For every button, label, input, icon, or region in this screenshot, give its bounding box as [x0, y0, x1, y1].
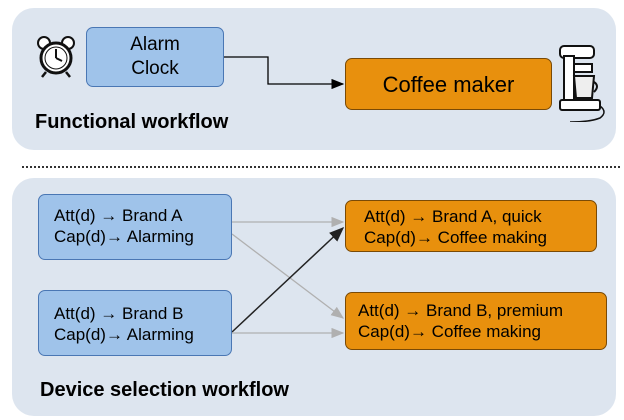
coffee-maker-label: Coffee maker	[382, 71, 515, 97]
device-box-brand-a-coffee: Att(d) → Brand A, quick Cap(d)→ Coffee m…	[345, 200, 597, 252]
device-box-brand-b-alarming: Att(d) → Brand B Cap(d)→ Alarming	[38, 290, 232, 356]
device-b-att: Att(d) → Brand B	[54, 304, 184, 323]
device-c-att: Att(d) → Brand A, quick	[364, 207, 542, 226]
device-box-brand-a-alarming: Att(d) → Brand A Cap(d)→ Alarming	[38, 194, 232, 260]
alarm-label-line2: Clock	[131, 58, 179, 79]
device-b-cap: Cap(d)→ Alarming	[54, 325, 194, 344]
coffee-maker-box: Coffee maker	[345, 58, 552, 110]
coffee-maker-icon	[559, 45, 605, 122]
dotted-divider	[22, 166, 620, 168]
alarm-label-line1: Alarm	[130, 34, 180, 55]
device-d-att: Att(d) → Brand B, premium	[358, 301, 564, 320]
functional-workflow-title: Functional workflow	[35, 111, 229, 133]
alarm-clock-icon	[37, 36, 75, 78]
device-c-cap: Cap(d)→ Coffee making	[364, 228, 547, 247]
device-selection-title: Device selection workflow	[40, 379, 289, 401]
device-a-att: Att(d) → Brand A	[54, 206, 183, 225]
device-a-cap: Cap(d)→ Alarming	[54, 227, 194, 246]
device-d-cap: Cap(d)→ Coffee making	[358, 322, 541, 341]
alarm-clock-box: Alarm Clock	[86, 27, 224, 87]
device-box-brand-b-coffee: Att(d) → Brand B, premium Cap(d)→ Coffee…	[345, 292, 607, 350]
